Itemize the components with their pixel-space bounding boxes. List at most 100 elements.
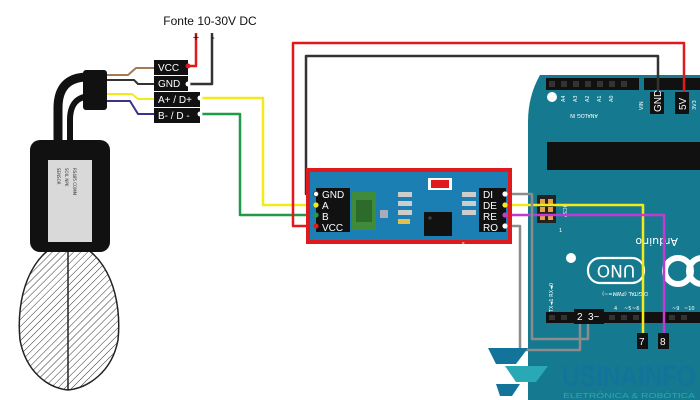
arduino-pin-2-label: 2 (577, 312, 583, 323)
pin-dot (502, 191, 508, 197)
vin-label: VIN (639, 101, 645, 110)
icsp-header (537, 195, 556, 223)
logo-shape-bottom (496, 384, 520, 396)
digital-label: DIGITAL (PWM=~) (602, 290, 648, 296)
brand-name: USINAINFO (562, 361, 696, 393)
smd-resistor (462, 201, 476, 206)
terminal-b-label: B- / D - (158, 111, 190, 122)
icsp-pin-one: 1 (559, 228, 562, 234)
pin-8-label-box (658, 333, 669, 349)
di-to-pin-3-wire (505, 192, 590, 341)
analog-header (546, 78, 639, 90)
sensor-brown-wire (106, 67, 158, 76)
sensor-terminal-block: VCC GND A+ / D+ B- / D - (154, 60, 203, 123)
pin-dot (502, 212, 508, 218)
pin-dot (502, 202, 508, 208)
power-led (431, 180, 449, 188)
arduino-gnd-label: GND (653, 90, 664, 112)
sensor-label-line-3: RS485 COMM (72, 168, 77, 196)
cable-connector (83, 70, 107, 110)
pin-10-label: ~10 (684, 306, 695, 312)
sensor-probe (18, 239, 120, 391)
arduino-pin-3-label: 3~ (588, 312, 600, 323)
icsp-label: ICSP (561, 206, 567, 217)
module-pin-de-label: DE (483, 201, 497, 212)
rs485-module: GND A B VCC 5 DI DE RE RO (306, 168, 512, 248)
terminal-dot (197, 111, 203, 117)
terminal-dot (185, 63, 191, 69)
pin-9-label: ~9 (672, 306, 679, 312)
sensor-label-line-1: SENSOR (56, 168, 61, 185)
pin-6-label: ~6 (632, 306, 639, 312)
terminal-b-box (154, 108, 200, 123)
pin-dot (312, 190, 319, 197)
smd-resistor (462, 210, 476, 215)
chip-dot (428, 216, 432, 220)
pin-dot (313, 202, 319, 208)
atmega-chip (547, 142, 700, 170)
uno-logo: UNO (597, 260, 636, 280)
terminal-gnd-label: GND (158, 79, 180, 90)
terminal-dot (185, 81, 191, 87)
arduino-5v-label: 5V (678, 97, 689, 110)
arduino-board: GND 5V VIN 3V3 A5 A4 A3 A2 A1 A0 ANALOG … (528, 75, 700, 400)
terminal-vcc-box (154, 60, 188, 75)
infinity-logo-right (686, 255, 700, 287)
terminal-a-label: A+ / D+ (158, 95, 192, 106)
smd-resistor (398, 201, 412, 206)
svg-text:A3: A3 (573, 95, 579, 102)
terminal-vcc-label: VCC (158, 63, 179, 74)
pin-dot (313, 212, 319, 218)
smd-capacitor (398, 219, 410, 224)
svg-text:A2: A2 (585, 95, 591, 102)
module-pin-b-label: B (322, 212, 329, 223)
smd-resistor (398, 210, 412, 215)
module-side-mark: 5 (462, 242, 465, 248)
arduino-brand: Arduino (635, 235, 678, 248)
power-supply-title: Fonte 10-30V DC (163, 14, 257, 28)
svg-text:A0: A0 (609, 95, 615, 102)
mounting-hole (566, 253, 576, 263)
pin-2-3-label-box (574, 309, 604, 324)
svg-text:A1: A1 (597, 95, 603, 102)
smd-part (380, 210, 388, 218)
pin-5v-label-box (675, 92, 689, 114)
logo-shape-top (488, 348, 528, 364)
brand-tagline: ELETRÔNICA & ROBÓTICA (563, 391, 695, 400)
re-to-pin-8-wire (505, 213, 666, 333)
sensor-purple-wire (106, 100, 158, 115)
svg-text:A5: A5 (549, 95, 555, 102)
pin-dot (502, 223, 508, 229)
terminal-dot (197, 95, 203, 101)
module-pin-re-label: RE (483, 212, 497, 223)
module-right-label-box (479, 188, 506, 232)
svg-text:A4: A4 (561, 95, 567, 102)
de-to-pin-7-wire (505, 203, 645, 333)
max485-chip (424, 212, 452, 236)
module-left-label-box (316, 188, 350, 232)
module-pin-a-label: A (322, 201, 329, 212)
supply-negative-wire (188, 33, 214, 86)
pin-gnd-label-box (650, 92, 664, 114)
sensor-yellow-wire (106, 93, 158, 100)
pin-5-label: ~5 (624, 306, 631, 312)
3v3-label: 3V3 (692, 100, 698, 110)
brand-logo: USINAINFO ELETRÔNICA & ROBÓTICA (488, 348, 696, 400)
module-pin-di-label: DI (483, 190, 493, 201)
module-pin-gnd-label: GND (322, 190, 344, 201)
pin-dot (313, 223, 319, 229)
pin-4-label: 4 (614, 306, 617, 312)
txrx-label: TX◄1 RX◄0 (549, 283, 555, 313)
soil-sensor: SENSOR SOIL NPK RS485 COMM (18, 70, 120, 391)
terminal-gnd-box (154, 76, 188, 91)
supply-plus-label: + (193, 32, 199, 44)
pin-7-label-box (637, 333, 648, 349)
smd-resistor (398, 192, 412, 197)
supply-positive-wire (188, 33, 198, 68)
terminal-a-box (154, 92, 200, 107)
supply-minus-label: - (211, 32, 215, 44)
arduino-pin-8-label: 8 (660, 337, 666, 348)
logo-shape-mid (505, 366, 548, 382)
sensor-label-plate (48, 160, 92, 242)
